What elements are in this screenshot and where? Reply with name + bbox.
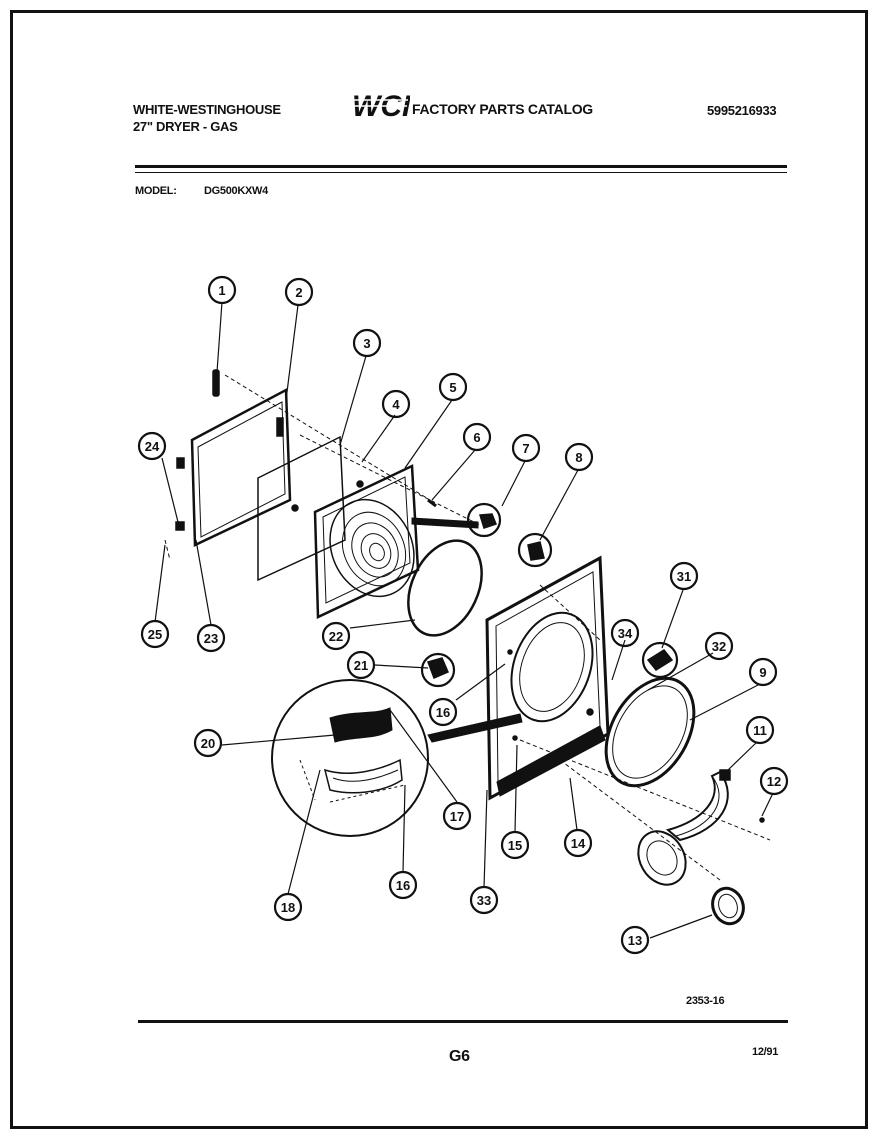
part-exhaust-duct: [637, 769, 731, 886]
callout-33: 33: [477, 893, 491, 908]
callout-22: 22: [329, 629, 343, 644]
part-door-seal: [407, 539, 483, 637]
callout-18: 18: [281, 900, 295, 915]
part-door-switch: [427, 657, 449, 679]
diagram-code: 2353-16: [686, 995, 725, 1007]
part-hinge-pin: [212, 369, 220, 397]
callout-13: 13: [628, 933, 642, 948]
header-rule-top: [135, 165, 787, 168]
assembly-axis-lines: [164, 374, 771, 881]
callout-8: 8: [575, 450, 582, 465]
callout-16: 16: [436, 705, 450, 720]
brand-name: WHITE-WESTINGHOUSE: [133, 102, 281, 117]
callout-6: 6: [473, 430, 480, 445]
callout-3: 3: [363, 336, 370, 351]
part-door-liner: [313, 464, 420, 619]
callout-23: 23: [204, 631, 218, 646]
revision-date: 12/91: [752, 1046, 779, 1058]
leader-lines: [154, 301, 774, 939]
catalog-number: 5995216933: [707, 103, 777, 118]
part-screw: [427, 498, 437, 508]
callout-9: 9: [759, 665, 766, 680]
product-description: 27" DRYER - GAS: [133, 119, 238, 134]
callout-2: 2: [295, 285, 302, 300]
callout-20: 20: [201, 736, 215, 751]
part-door-outer-panel: [190, 387, 292, 547]
callout-12: 12: [767, 774, 781, 789]
model-label: MODEL:: [135, 185, 177, 197]
callout-4: 4: [392, 397, 400, 412]
callout-17: 17: [450, 809, 464, 824]
detail-connector: [411, 517, 479, 529]
callout-7: 7: [522, 441, 529, 456]
part-front-panel: [485, 555, 610, 801]
callout-5: 5: [449, 380, 456, 395]
part-door-inner-panel: [257, 435, 346, 582]
page-border: [10, 10, 868, 1129]
callout-25: 25: [148, 627, 162, 642]
part-door-catch: [175, 457, 185, 531]
callout-24: 24: [145, 439, 160, 454]
callout-32: 32: [712, 639, 726, 654]
detail-magnifier: [271, 679, 429, 837]
footer-rule: [138, 1020, 788, 1023]
callout-16: 16: [396, 878, 410, 893]
part-screw: [759, 817, 765, 823]
callout-circles: [137, 275, 789, 955]
page-code: G6: [449, 1048, 470, 1065]
callout-34: 34: [618, 626, 633, 641]
callout-1: 1: [218, 283, 225, 298]
part-hinge-block: [479, 513, 545, 561]
part-felt-pad: [646, 649, 674, 671]
header-rule-bottom: [135, 172, 787, 173]
detail-connector: [427, 713, 523, 743]
callout-15: 15: [508, 838, 522, 853]
catalog-title: FACTORY PARTS CATALOG: [412, 101, 593, 117]
callout-14: 14: [571, 836, 586, 851]
part-drum-bearing: [604, 676, 696, 788]
wci-logo: WCI: [350, 88, 411, 123]
part-exhaust-collar: [711, 886, 745, 926]
callout-numbers: 1 2 3 4 5 6 7 8 9 11 12 13 14 15 16 16 1…: [145, 283, 781, 948]
callout-21: 21: [354, 658, 368, 673]
model-number: DG500KXW4: [204, 185, 268, 197]
callout-11: 11: [753, 723, 767, 738]
callout-31: 31: [677, 569, 691, 584]
